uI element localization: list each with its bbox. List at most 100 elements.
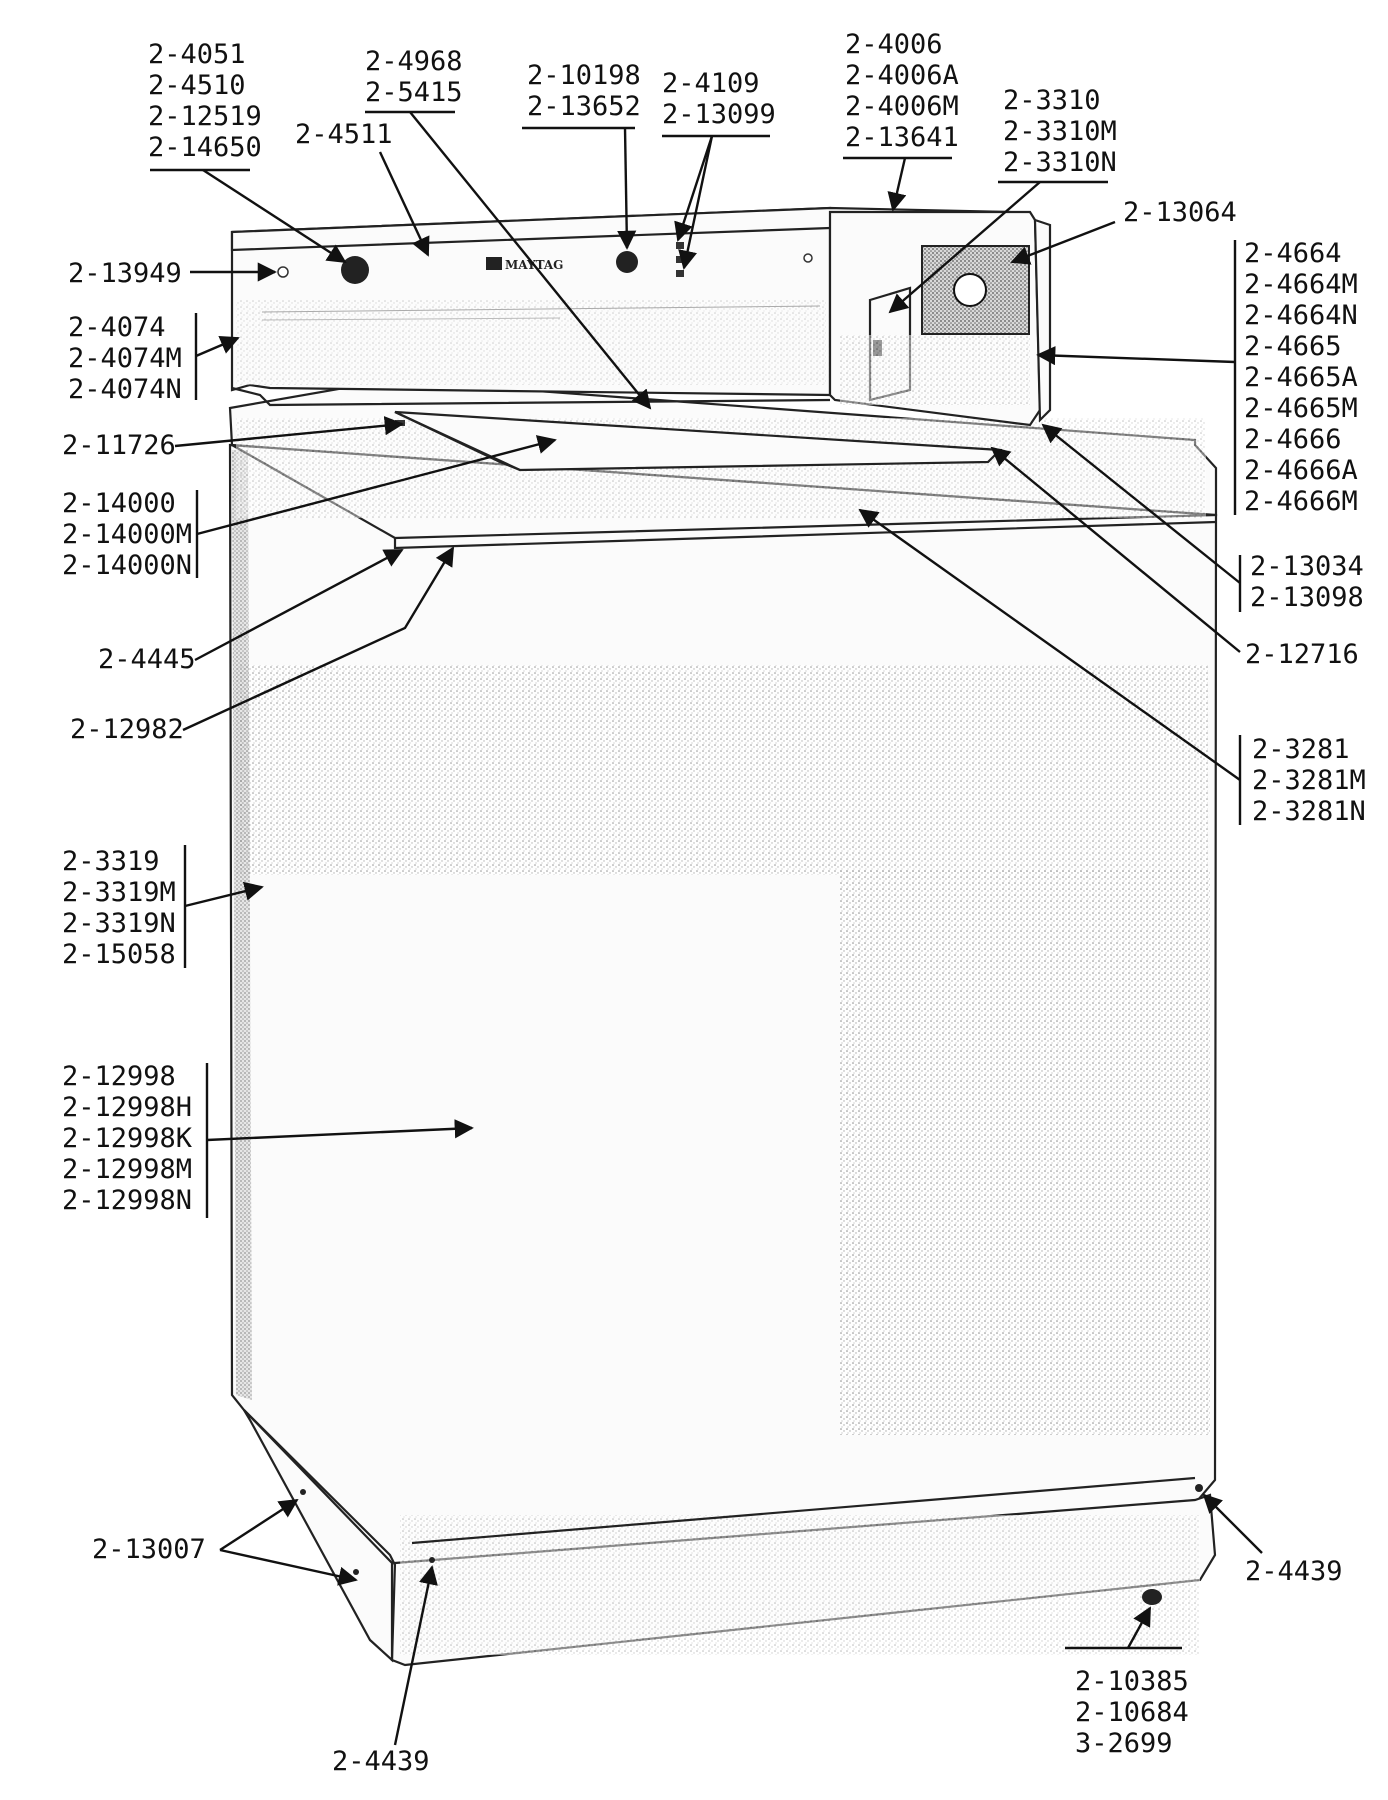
indicator-light-3 — [676, 270, 684, 277]
leader-line — [194, 548, 404, 662]
leader-line — [219, 1498, 299, 1552]
callout-labels: 2-4051 2-4510 2-12519 2-14650 2-4511 2-4… — [62, 29, 1366, 1777]
part-number: 2-4665M — [1244, 393, 1358, 424]
part-number: 2-13652 — [527, 91, 641, 122]
leader-line — [1126, 1606, 1152, 1649]
base-left-side — [243, 1409, 394, 1663]
leader-line — [1010, 220, 1116, 265]
leader-line — [887, 157, 907, 212]
part-number: 2-5415 — [365, 77, 463, 108]
part-number: 2-4006 — [845, 29, 943, 60]
part-number: 2-14650 — [148, 132, 262, 163]
part-number: 2-13034 — [1250, 551, 1364, 582]
part-number: 2-4074 — [68, 312, 166, 343]
callout-coin-slide: 2-3310 2-3310M 2-3310N — [888, 85, 1117, 314]
screw-base-left — [429, 1557, 435, 1563]
leader-line — [219, 1548, 358, 1586]
callout-screws: 2-13007 — [92, 1498, 358, 1586]
part-number: 2-12998 — [62, 1061, 176, 1092]
screw-base-right — [1195, 1484, 1203, 1492]
panel-fineprint-line — [261, 305, 821, 313]
part-number: 2-4665 — [1244, 331, 1342, 362]
screw-left-2 — [353, 1569, 359, 1575]
callout-top-trim: 2-12716 — [990, 446, 1359, 670]
leader-line — [182, 546, 455, 732]
callout-meter-case: 2-4664 2-4664M 2-4664N 2-4665 2-4665A 2-… — [1036, 238, 1358, 517]
part-number: 2-3310N — [1003, 147, 1117, 178]
part-number: 2-15058 — [62, 939, 176, 970]
part-number: 2-10385 — [1075, 1666, 1189, 1697]
part-number: 2-3319 — [62, 846, 160, 877]
part-number: 2-3319N — [62, 908, 176, 939]
left-lamp-icon — [277, 266, 289, 278]
leader-line — [888, 181, 1041, 314]
part-number: 2-12998N — [62, 1185, 192, 1216]
left-edge-shading — [232, 450, 252, 1400]
callout-top: 2-3281 2-3281M 2-3281N — [858, 508, 1366, 827]
part-number: 2-4511 — [295, 119, 393, 150]
toe-kick-groove — [411, 1476, 1196, 1545]
part-number: 2-14000N — [62, 550, 192, 581]
part-number: 2-13098 — [1250, 582, 1364, 613]
lid-edge — [394, 411, 521, 472]
part-number: 2-4439 — [332, 1746, 430, 1777]
part-number: 2-10684 — [1075, 1697, 1189, 1728]
base-shading — [400, 1515, 1200, 1655]
part-number: 2-4510 — [148, 70, 246, 101]
callout-side-panel: 2-3319 2-3319M 2-3319N 2-15058 — [62, 845, 264, 970]
coin-slide-icon — [953, 273, 987, 307]
part-number: 2-13099 — [662, 99, 776, 130]
push-button-icon — [616, 251, 638, 273]
part-number: 2-3310M — [1003, 116, 1117, 147]
part-number: 2-3310 — [1003, 85, 1101, 116]
part-number: 2-4006A — [845, 60, 959, 91]
callout-control-knob: 2-4051 2-4510 2-12519 2-14650 — [148, 39, 347, 264]
callout-left-lamp: 2-13949 — [68, 258, 277, 289]
part-number: 2-4006M — [845, 91, 959, 122]
part-number: 2-12982 — [70, 714, 184, 745]
leader-line — [393, 1565, 438, 1746]
front-shading-top — [236, 665, 1208, 875]
part-number: 2-12998H — [62, 1092, 192, 1123]
callout-front-panel: 2-12998 2-12998H 2-12998K 2-12998M 2-129… — [62, 1061, 474, 1218]
callout-push-button: 2-10198 2-13652 — [522, 60, 641, 250]
leader-line — [202, 168, 347, 264]
leader-line — [1041, 423, 1241, 584]
part-number: 2-3281N — [1252, 796, 1366, 827]
leader-line — [195, 335, 240, 358]
leader-line — [1202, 1493, 1263, 1554]
leader-line — [184, 881, 264, 908]
panel-fineprint-line-2 — [261, 317, 561, 321]
panel-shading — [236, 300, 826, 385]
part-number: 2-12716 — [1245, 639, 1359, 670]
leveling-leg-icon — [1142, 1589, 1162, 1605]
part-number: 2-13641 — [845, 122, 959, 153]
leader-line — [674, 135, 714, 242]
part-number: 2-12519 — [148, 101, 262, 132]
part-number: 2-4445 — [98, 644, 196, 675]
callout-lid-hinge: 2-4968 2-5415 — [365, 46, 652, 410]
callout-lid: 2-14000 2-14000M 2-14000N — [62, 435, 557, 581]
callout-control-panel: 2-4074 2-4074M 2-4074N — [68, 312, 240, 405]
leader-line — [174, 416, 404, 448]
callout-leveling-leg: 2-10385 2-10684 3-2699 — [1065, 1606, 1189, 1759]
part-number: 2-4664M — [1244, 269, 1358, 300]
washer-illustration: MAYTAG — [228, 206, 1218, 1667]
part-number: 2-3281M — [1252, 765, 1366, 796]
part-number: 2-12998K — [62, 1123, 193, 1154]
leader-line — [196, 435, 557, 536]
part-number: 2-4109 — [662, 68, 760, 99]
part-number: 2-14000M — [62, 519, 192, 550]
callout-indicator-lights: 2-4109 2-13099 — [662, 68, 776, 270]
screw-left-1 — [300, 1489, 306, 1495]
meter-case-shading — [840, 335, 1030, 405]
right-lamp-icon — [803, 253, 813, 263]
callout-base-screw-left: 2-4439 — [332, 1565, 438, 1777]
part-number: 2-4074N — [68, 374, 182, 405]
leader-line — [378, 151, 430, 257]
brand-logo-mark — [486, 257, 502, 270]
callout-lid-bumper: 2-11726 — [62, 416, 404, 461]
part-number: 2-12998M — [62, 1154, 192, 1185]
leader-line — [990, 446, 1241, 653]
